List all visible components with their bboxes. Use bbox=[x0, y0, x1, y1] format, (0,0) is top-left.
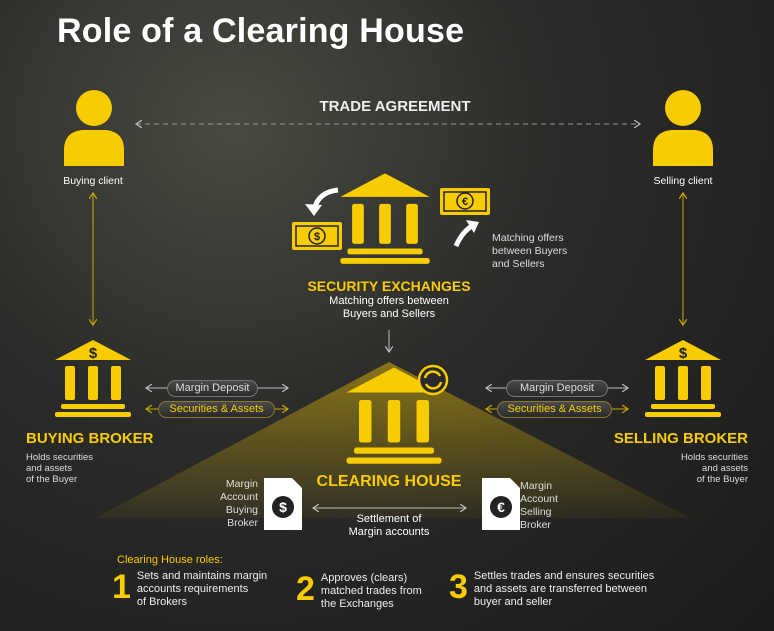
side-note-line: Matching offers bbox=[492, 232, 564, 244]
role-line: Settles trades and ensures securities bbox=[473, 570, 655, 582]
label-line: Broker bbox=[520, 519, 551, 531]
buying-client-label: Buying client bbox=[63, 175, 123, 187]
svg-text:€: € bbox=[497, 499, 505, 515]
buying-client-person-icon bbox=[64, 90, 124, 166]
svg-text:€: € bbox=[462, 196, 468, 208]
dollar-bill-icon: $ bbox=[292, 222, 342, 250]
clearing-house-title: CLEARING HOUSE bbox=[316, 473, 462, 490]
role-line: of Brokers bbox=[136, 596, 188, 608]
role-line: Approves (clears) bbox=[320, 572, 408, 584]
page-title: Role of a Clearing House bbox=[57, 12, 465, 50]
role-line: Sets and maintains margin bbox=[136, 570, 268, 582]
margin-account-buying-label: Margin Account Buying Broker bbox=[220, 478, 258, 530]
label-line: Margin bbox=[520, 480, 553, 492]
desc-line: of the Buyer bbox=[26, 474, 78, 485]
selling-client-label: Selling client bbox=[653, 175, 713, 187]
role-line: and assets are transferred between bbox=[473, 583, 647, 595]
margin-deposit-pill-left: Margin Deposit bbox=[167, 380, 258, 397]
buying-broker-desc: Holds securities and assets of the Buyer bbox=[26, 452, 93, 485]
subtitle-line: Buyers and Sellers bbox=[342, 308, 436, 320]
security-exchange-bank-icon bbox=[340, 173, 430, 264]
role-number: 1 bbox=[112, 568, 131, 606]
role-number: 3 bbox=[449, 568, 468, 606]
clearing-house-bank-icon bbox=[346, 367, 442, 464]
margin-account-selling-label: Margin Account Selling Broker bbox=[520, 480, 558, 532]
label-line: Buying bbox=[225, 504, 258, 516]
selling-broker-title: SELLING BROKER bbox=[613, 430, 748, 447]
security-exchanges-subtitle: Matching offers between Buyers and Selle… bbox=[270, 295, 508, 321]
side-note-line: and Sellers bbox=[492, 258, 545, 270]
label-line: Margin accounts bbox=[348, 526, 430, 538]
desc-line: and assets bbox=[702, 463, 748, 474]
subtitle-line: Matching offers between bbox=[329, 295, 449, 307]
svg-text:$: $ bbox=[679, 345, 688, 362]
label-line: Account bbox=[220, 491, 258, 503]
curved-arrow-left-icon bbox=[311, 187, 339, 211]
svg-text:$: $ bbox=[89, 345, 98, 362]
buying-broker-bank-icon: $ bbox=[55, 340, 131, 417]
side-note-line: between Buyers bbox=[492, 245, 568, 257]
label-line: Settlement of bbox=[356, 513, 422, 525]
sync-icon bbox=[417, 364, 449, 396]
desc-line: Holds securities bbox=[26, 452, 94, 463]
role-line: the Exchanges bbox=[320, 598, 394, 610]
selling-broker-bank-icon: $ bbox=[645, 340, 721, 417]
exchange-side-note: Matching offers between Buyers and Selle… bbox=[492, 232, 567, 271]
securities-assets-pill-right: Securities & Assets bbox=[497, 401, 612, 418]
euro-bill-icon: € bbox=[440, 188, 490, 215]
desc-line: of the Buyer bbox=[696, 474, 748, 485]
role-line: buyer and seller bbox=[473, 596, 553, 608]
trade-agreement-label: TRADE AGREEMENT bbox=[319, 98, 471, 115]
buying-broker-title: BUYING BROKER bbox=[26, 430, 154, 447]
label-line: Selling bbox=[520, 506, 552, 518]
selling-broker-desc: Holds securities and assets of the Buyer bbox=[681, 452, 748, 485]
role-line: matched trades from bbox=[320, 585, 422, 597]
svg-text:$: $ bbox=[314, 231, 320, 243]
settlement-label: Settlement of Margin accounts bbox=[309, 513, 469, 539]
role-number: 2 bbox=[296, 570, 315, 608]
security-exchanges-title: SECURITY EXCHANGES bbox=[307, 278, 471, 294]
curved-arrow-right-icon bbox=[453, 223, 474, 248]
selling-client-person-icon bbox=[653, 90, 713, 166]
label-line: Margin bbox=[225, 478, 258, 490]
label-line: Broker bbox=[227, 517, 258, 529]
role-line: accounts requirements bbox=[136, 583, 249, 595]
desc-line: Holds securities bbox=[680, 452, 748, 463]
desc-line: and assets bbox=[26, 463, 72, 474]
securities-assets-pill-left: Securities & Assets bbox=[158, 401, 275, 418]
label-line: Account bbox=[520, 493, 558, 505]
margin-deposit-pill-right: Margin Deposit bbox=[506, 380, 608, 397]
roles-heading: Clearing House roles: bbox=[117, 554, 223, 566]
svg-text:$: $ bbox=[279, 499, 287, 515]
